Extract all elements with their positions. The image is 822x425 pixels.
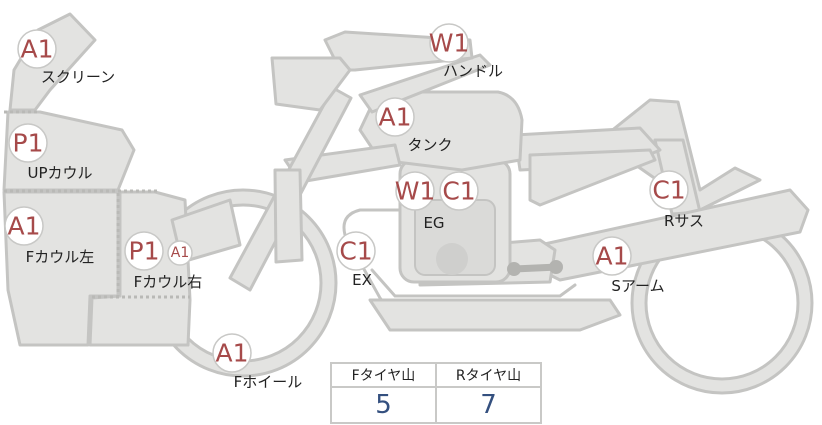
rear-tire-tread-value: 7 — [435, 386, 542, 424]
badge-swing-arm[interactable]: A1 — [592, 236, 632, 276]
label-tank: タンク — [407, 136, 452, 154]
svg-text:A1: A1 — [7, 212, 40, 241]
svg-text:P1: P1 — [129, 237, 160, 266]
damage-badges: A1 W1 A1 P1 W1 C1 C1 A1 — [4, 23, 689, 373]
exhaust-lower-shape — [368, 298, 622, 332]
badge-exhaust[interactable]: C1 — [336, 231, 376, 271]
svg-text:A1: A1 — [378, 103, 411, 132]
headstock-shape — [270, 56, 352, 112]
screen-shape — [8, 12, 97, 112]
label-front-wheel: Fホイール — [234, 373, 303, 391]
brake-knob-a — [507, 262, 521, 276]
svg-text:A1: A1 — [20, 35, 53, 64]
badge-f-cowl-left[interactable]: A1 — [4, 206, 44, 246]
fork-upper-shape — [273, 168, 304, 264]
badge-screen[interactable]: A1 — [17, 29, 57, 69]
svg-text:C1: C1 — [339, 237, 372, 266]
rear-frame-shape — [528, 148, 657, 207]
badge-rear-suspension[interactable]: C1 — [649, 170, 689, 210]
tread-table-header-row: Fタイヤ山 Rタイヤ山 — [330, 362, 542, 388]
label-exhaust: EX — [352, 271, 372, 289]
rear-tire-tread-header: Rタイヤ山 — [435, 362, 542, 388]
badge-engine-2[interactable]: C1 — [439, 171, 479, 211]
tire-tread-table: Fタイヤ山 Rタイヤ山 5 7 — [330, 362, 542, 424]
front-tire-tread-header: Fタイヤ山 — [330, 362, 437, 388]
badge-front-wheel[interactable]: A1 — [212, 333, 252, 373]
badge-f-cowl-right-1[interactable]: P1 — [124, 231, 164, 271]
svg-text:W1: W1 — [429, 29, 470, 58]
label-screen: スクリーン — [41, 68, 115, 86]
front-tire-tread-value: 5 — [330, 386, 437, 424]
svg-text:P1: P1 — [13, 129, 44, 158]
label-swing-arm: Sアーム — [611, 277, 664, 295]
exhaust-mid-shape — [370, 268, 577, 298]
badge-tank[interactable]: A1 — [375, 97, 415, 137]
label-handle: ハンドル — [443, 62, 503, 80]
engine-cover-shape — [436, 243, 468, 275]
part-labels: スクリーン ハンドル タンク UPカウル EG Rサス Fカウル左 Fカウル右 … — [26, 62, 704, 391]
label-f-cowl-left: Fカウル左 — [26, 248, 95, 266]
label-engine: EG — [423, 214, 444, 232]
brake-knob-b — [549, 260, 563, 274]
svg-text:A1: A1 — [215, 339, 248, 368]
badge-handle[interactable]: W1 — [429, 23, 470, 63]
badge-engine-1[interactable]: W1 — [395, 171, 436, 211]
svg-text:W1: W1 — [395, 177, 436, 206]
svg-text:A1: A1 — [595, 242, 628, 271]
tread-table-value-row: 5 7 — [330, 386, 542, 424]
svg-text:C1: C1 — [652, 176, 685, 205]
svg-text:C1: C1 — [442, 177, 475, 206]
badge-up-cowl[interactable]: P1 — [8, 123, 48, 163]
svg-text:A1: A1 — [171, 245, 189, 261]
badge-f-cowl-right-2[interactable]: A1 — [167, 240, 193, 266]
label-f-cowl-right: Fカウル右 — [134, 273, 203, 291]
label-up-cowl: UPカウル — [27, 164, 92, 182]
label-rear-suspension: Rサス — [664, 212, 704, 230]
